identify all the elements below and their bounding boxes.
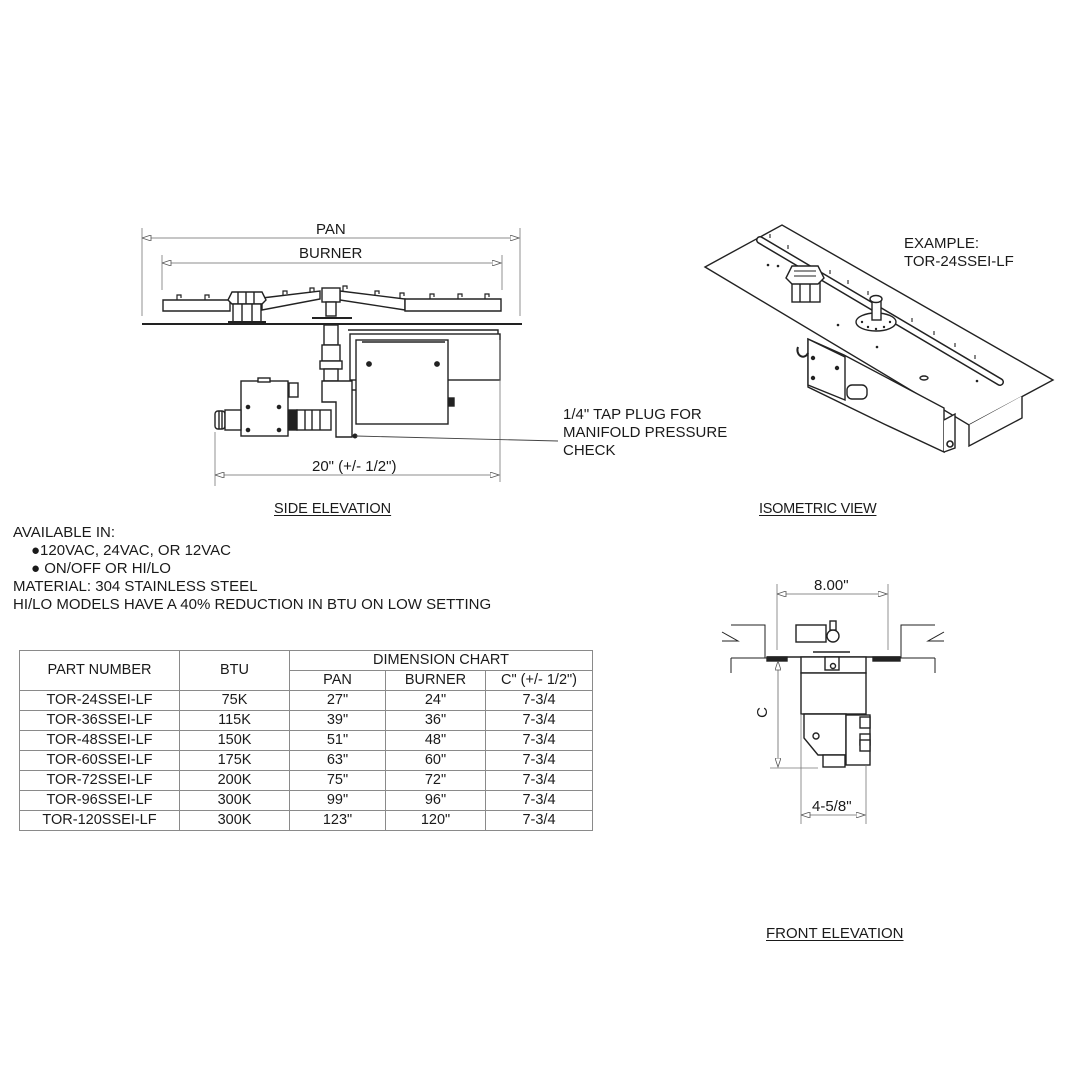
front-elevation-title: FRONT ELEVATION — [766, 925, 904, 942]
cell-btu: 300K — [179, 810, 290, 831]
cell-burner: 72" — [385, 770, 486, 791]
table-header-row: PART NUMBER BTU DIMENSION CHART — [19, 650, 593, 691]
table-row: TOR-72SSEI-LF 200K 75" 72" 7-3/4 — [19, 770, 593, 791]
tap-plug-note-line: MANIFOLD PRESSURE — [563, 424, 728, 441]
burner-dimension-label: BURNER — [299, 245, 363, 262]
isometric-drawing — [703, 224, 1055, 454]
cell-burner: 24" — [385, 690, 486, 711]
cell-pan: 27" — [289, 690, 386, 711]
header-dimension-chart: DIMENSION CHART — [289, 650, 593, 671]
cell-btu: 75K — [179, 690, 290, 711]
example-model: TOR-24SSEI-LF — [904, 253, 1014, 270]
cell-btu: 175K — [179, 750, 290, 771]
pan-dimension-label: PAN — [316, 221, 346, 238]
side-width-dimension-label: 20" (+/- 1/2") — [312, 458, 397, 475]
cell-part: TOR-24SSEI-LF — [19, 690, 180, 711]
cell-c: 7-3/4 — [485, 790, 593, 811]
cell-c: 7-3/4 — [485, 750, 593, 771]
side-elevation-title: SIDE ELEVATION — [274, 501, 392, 517]
table-row: TOR-36SSEI-LF 115K 39" 36" 7-3/4 — [19, 710, 593, 731]
cell-pan: 51" — [289, 730, 386, 751]
cell-burner: 48" — [385, 730, 486, 751]
table-row: TOR-120SSEI-LF 300K 123" 120" 7-3/4 — [19, 810, 593, 831]
depth-dimension-label: 4-5/8" — [812, 798, 852, 815]
table-row: TOR-60SSEI-LF 175K 63" 60" 7-3/4 — [19, 750, 593, 771]
control-option: ● ON/OFF OR HI/LO — [31, 560, 171, 577]
cell-pan: 39" — [289, 710, 386, 731]
cell-part: TOR-120SSEI-LF — [19, 810, 180, 831]
header-part-number: PART NUMBER — [19, 650, 180, 691]
cell-part: TOR-96SSEI-LF — [19, 790, 180, 811]
cell-pan: 63" — [289, 750, 386, 771]
front-elevation-drawing — [721, 584, 945, 824]
tap-plug-note-line: 1/4" TAP PLUG FOR — [563, 406, 702, 423]
side-elevation-drawing — [141, 228, 559, 486]
tap-plug-note-line: CHECK — [563, 442, 616, 459]
cell-burner: 96" — [385, 790, 486, 811]
cell-btu: 300K — [179, 790, 290, 811]
cell-btu: 150K — [179, 730, 290, 751]
cell-c: 7-3/4 — [485, 690, 593, 711]
header-burner: BURNER — [385, 670, 486, 691]
available-in-heading: AVAILABLE IN: — [13, 524, 115, 541]
specification-notes: AVAILABLE IN: ●120VAC, 24VAC, OR 12VAC ●… — [13, 524, 491, 614]
cell-burner: 36" — [385, 710, 486, 731]
cell-part: TOR-48SSEI-LF — [19, 730, 180, 751]
header-btu: BTU — [179, 650, 290, 691]
cell-pan: 75" — [289, 770, 386, 791]
hilo-note: HI/LO MODELS HAVE A 40% REDUCTION IN BTU… — [13, 596, 492, 613]
cell-c: 7-3/4 — [485, 810, 593, 831]
example-label: EXAMPLE: — [904, 235, 980, 252]
header-c: C" (+/- 1/2") — [485, 670, 593, 691]
cell-btu: 200K — [179, 770, 290, 791]
cell-pan: 99" — [289, 790, 386, 811]
tap-plug-note: 1/4" TAP PLUG FOR MANIFOLD PRESSURE CHEC… — [563, 406, 727, 460]
cell-part: TOR-60SSEI-LF — [19, 750, 180, 771]
cell-btu: 115K — [179, 710, 290, 731]
header-pan: PAN — [289, 670, 386, 691]
isometric-view-title: ISOMETRIC VIEW — [759, 501, 877, 517]
cell-c: 7-3/4 — [485, 710, 593, 731]
table-row: TOR-48SSEI-LF 150K 51" 48" 7-3/4 — [19, 730, 593, 751]
cell-pan: 123" — [289, 810, 386, 831]
cell-burner: 60" — [385, 750, 486, 771]
voltage-option: ●120VAC, 24VAC, OR 12VAC — [31, 542, 231, 559]
table-row: TOR-96SSEI-LF 300K 99" 96" 7-3/4 — [19, 790, 593, 811]
cell-burner: 120" — [385, 810, 486, 831]
dimension-chart-table: PART NUMBER BTU DIMENSION CHART PAN BURN… — [19, 650, 593, 831]
material-note: MATERIAL: 304 STAINLESS STEEL — [13, 578, 258, 595]
table-row: TOR-24SSEI-LF 75K 27" 24" 7-3/4 — [19, 690, 593, 711]
cell-c: 7-3/4 — [485, 770, 593, 791]
cell-c: 7-3/4 — [485, 730, 593, 751]
cell-part: TOR-72SSEI-LF — [19, 770, 180, 791]
front-width-dimension-label: 8.00" — [814, 577, 849, 594]
c-dimension-label: C — [753, 707, 771, 718]
example-callout: EXAMPLE: TOR-24SSEI-LF — [904, 235, 1014, 271]
cell-part: TOR-36SSEI-LF — [19, 710, 180, 731]
